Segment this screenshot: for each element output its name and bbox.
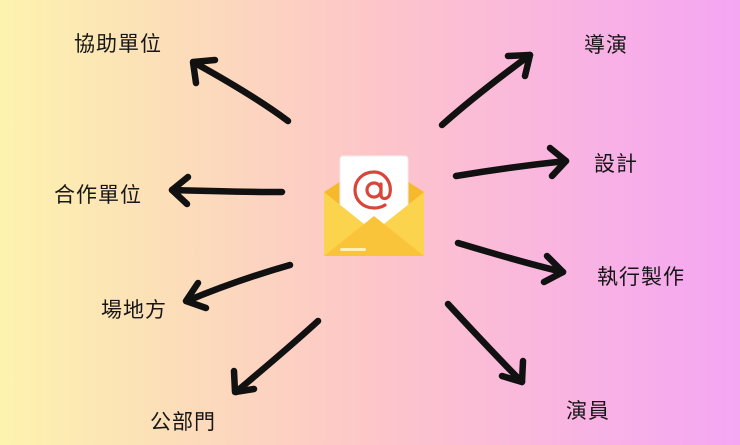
arrow-to-right-node-1 [452, 144, 570, 180]
left-node-label: 場地方 [101, 298, 167, 322]
envelope-flap [324, 216, 424, 256]
arrow-to-left-node-1 [168, 173, 286, 208]
email-envelope-icon [324, 155, 424, 256]
right-node-label: 演員 [566, 399, 610, 423]
left-node-label: 合作單位 [54, 183, 142, 207]
arrow-to-right-node-3 [444, 300, 527, 386]
right-node-label: 執行製作 [597, 265, 685, 289]
right-node-label: 設計 [594, 152, 638, 176]
at-sign-icon [353, 170, 392, 210]
arrow-to-right-node-2 [454, 239, 567, 286]
arrow-to-right-node-0 [438, 51, 534, 129]
arrow-to-left-node-2 [182, 261, 294, 312]
envelope-highlight [340, 248, 366, 251]
arrow-to-left-node-0 [189, 56, 292, 125]
left-node-label: 公部門 [150, 410, 216, 434]
arrow-to-left-node-3 [230, 317, 322, 396]
left-node-label: 協助單位 [74, 32, 162, 56]
right-node-label: 導演 [584, 33, 628, 57]
